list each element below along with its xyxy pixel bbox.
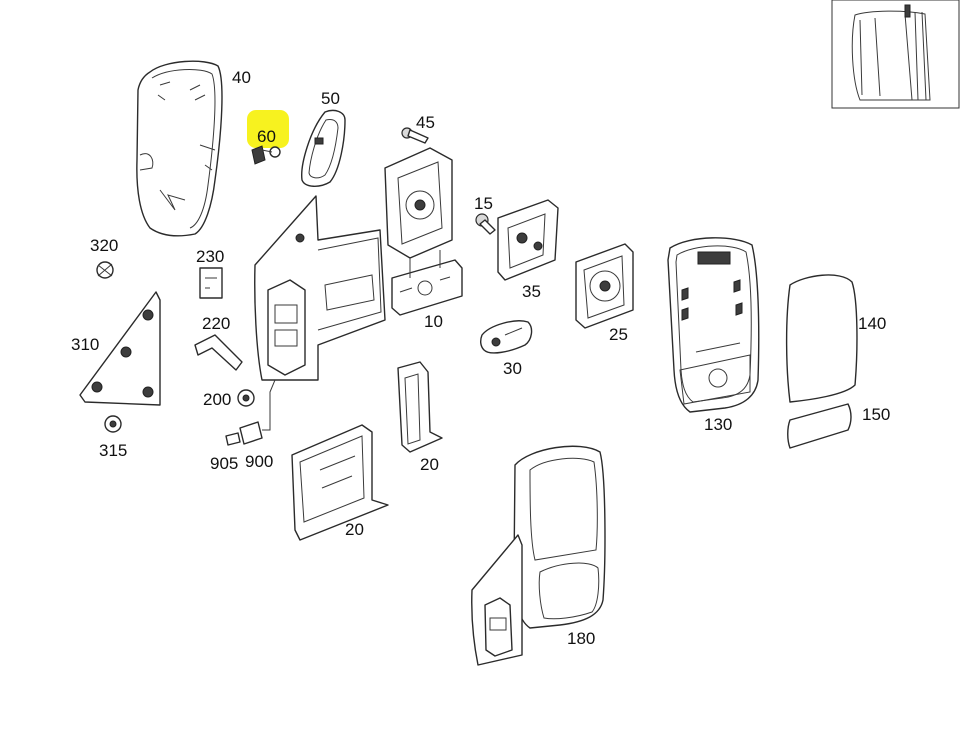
label-320[interactable]: 320 [90, 236, 118, 255]
part-50-frame[interactable] [301, 109, 346, 187]
label-200[interactable]: 200 [203, 390, 231, 409]
part-150-lower-glass[interactable] [787, 403, 852, 449]
part-900-connector[interactable] [225, 379, 276, 446]
part-40-mirror-cover[interactable] [136, 60, 223, 237]
label-25[interactable]: 25 [609, 325, 628, 344]
part-130-backing-plate[interactable] [667, 237, 760, 413]
label-905[interactable]: 905 [210, 454, 238, 473]
part-230-connector[interactable] [199, 267, 223, 299]
part-220-bracket[interactable] [194, 334, 243, 371]
part-10-adjuster[interactable] [384, 147, 463, 316]
part-320-clip[interactable] [96, 261, 114, 279]
label-10[interactable]: 10 [424, 312, 443, 331]
part-15-screw[interactable] [475, 213, 496, 235]
part-25-actuator[interactable] [575, 243, 634, 329]
label-180[interactable]: 180 [567, 629, 595, 648]
part-35-bracket[interactable] [497, 199, 559, 281]
part-20-bracket-upper[interactable] [397, 361, 443, 453]
label-45[interactable]: 45 [416, 113, 435, 132]
locator-thumbnail[interactable] [831, 0, 960, 109]
part-20-cover-lower[interactable] [291, 424, 389, 541]
label-35[interactable]: 35 [522, 282, 541, 301]
label-40[interactable]: 40 [232, 68, 251, 87]
part-180-mirror-assembly[interactable] [471, 445, 606, 666]
part-310-triangle-cover[interactable] [79, 291, 161, 406]
label-315[interactable]: 315 [99, 441, 127, 460]
label-140[interactable]: 140 [858, 314, 886, 333]
label-20-lower[interactable]: 20 [345, 520, 364, 539]
label-50[interactable]: 50 [321, 89, 340, 108]
label-15[interactable]: 15 [474, 194, 493, 213]
label-230[interactable]: 230 [196, 247, 224, 266]
part-200-nut[interactable] [237, 389, 255, 407]
label-20-upper[interactable]: 20 [420, 455, 439, 474]
part-30-bezel[interactable] [479, 320, 533, 354]
label-150[interactable]: 150 [862, 405, 890, 424]
label-60[interactable]: 60 [257, 127, 276, 146]
part-45-screw[interactable] [401, 127, 429, 144]
label-900[interactable]: 900 [245, 452, 273, 471]
label-220[interactable]: 220 [202, 314, 230, 333]
part-140-mirror-glass[interactable] [785, 274, 858, 403]
part-labels: 40 60 50 45 15 320 230 220 310 10 35 25 … [71, 68, 890, 648]
highlight-marker [247, 110, 289, 148]
mirror-arm-base[interactable] [254, 195, 386, 381]
label-30[interactable]: 30 [503, 359, 522, 378]
part-60-clip[interactable] [247, 110, 289, 165]
label-130[interactable]: 130 [704, 415, 732, 434]
label-310[interactable]: 310 [71, 335, 99, 354]
part-315-clip[interactable] [104, 415, 122, 433]
